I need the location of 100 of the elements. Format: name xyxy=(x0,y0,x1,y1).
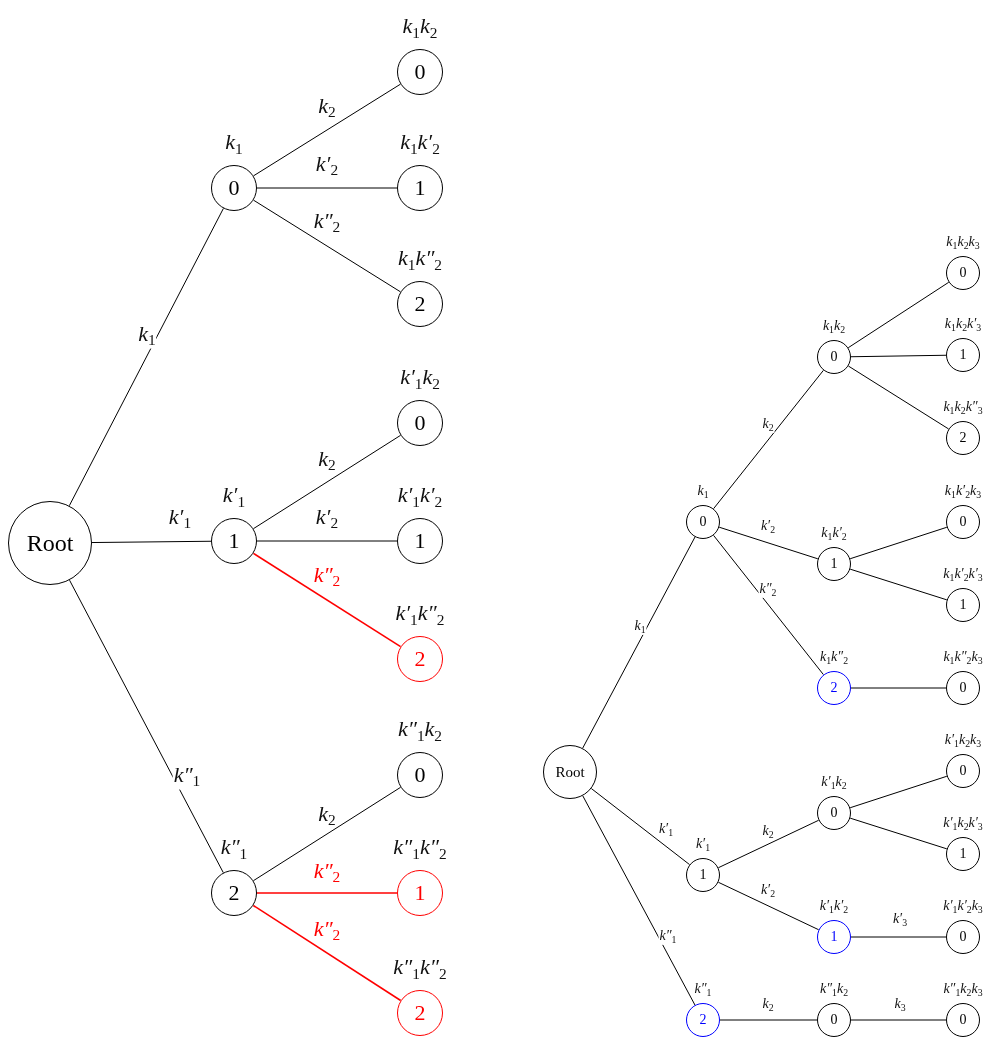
tree-edge xyxy=(252,904,402,1002)
state-circle xyxy=(946,671,980,705)
node-value: 1 xyxy=(414,882,426,904)
state-circle xyxy=(397,752,443,798)
node-value: 1 xyxy=(830,930,838,944)
tree-edge xyxy=(847,365,950,430)
node-value: 1 xyxy=(959,847,967,861)
node-value: 1 xyxy=(414,177,426,199)
node-label: k$_{1}$k′$_{2}$ xyxy=(821,525,847,543)
edge-label: k′$_{2}$ xyxy=(759,518,777,536)
node-value: 2 xyxy=(699,1013,707,1027)
node-value: Root xyxy=(26,531,74,555)
node-value: 0 xyxy=(959,266,967,280)
node-value: 0 xyxy=(414,412,426,434)
edge-label: k$_{2}$ xyxy=(761,416,775,434)
edge-label: k″$_{2}$ xyxy=(758,581,778,599)
node-value: 0 xyxy=(830,806,838,820)
node-value: 0 xyxy=(699,515,707,529)
state-circle xyxy=(211,518,257,564)
state-circle xyxy=(397,400,443,446)
node-label: k$_{1}$k′$_{2}$k$_{3}$ xyxy=(944,483,982,501)
state-circle xyxy=(397,990,443,1036)
node-value: 0 xyxy=(959,764,967,778)
tree-edge xyxy=(252,552,402,648)
edge-label: k′$_{1}$ xyxy=(657,821,675,839)
node-value: 1 xyxy=(228,530,240,552)
node-value: 0 xyxy=(830,350,838,364)
state-circle xyxy=(543,745,597,799)
node-label: k$_{1}$k″$_{2}$ xyxy=(397,246,443,274)
tree-edge xyxy=(252,786,402,882)
node-label: k$_{1}$ xyxy=(697,483,709,501)
tree-edge xyxy=(256,187,398,189)
node-label: k$_{1}$k′$_{2}$k′$_{3}$ xyxy=(943,566,983,584)
state-circle xyxy=(817,671,851,705)
edge-label: k$_{2}$ xyxy=(317,801,337,829)
edge-label: k″$_{2}$ xyxy=(312,208,342,236)
tree-edge xyxy=(717,881,820,931)
tree-edge xyxy=(849,568,948,601)
tree-edge xyxy=(850,354,947,358)
state-circle xyxy=(686,505,720,539)
node-label: k″$_{1}$k$_{2}$ xyxy=(397,717,443,745)
tree-edge xyxy=(849,526,948,560)
node-label: k′$_{1}$k′$_{2}$ xyxy=(397,483,443,511)
tree-edge xyxy=(849,817,948,850)
tree-edge xyxy=(256,540,398,542)
state-circle xyxy=(397,49,443,95)
tree-edge xyxy=(717,819,820,869)
tree-edge xyxy=(590,788,691,866)
node-label: k″$_{1}$k″$_{2}$ xyxy=(393,835,447,863)
node-value: 2 xyxy=(414,1002,426,1024)
tree-edge xyxy=(719,1019,818,1021)
node-label: k″$_{1}$ xyxy=(694,981,712,999)
node-value: 1 xyxy=(830,557,838,571)
state-circle xyxy=(817,796,851,830)
state-circle xyxy=(817,1003,851,1037)
tree-edge xyxy=(850,687,947,689)
edge-label: k″$_{2}$ xyxy=(312,916,342,944)
state-circle xyxy=(946,1003,980,1037)
edge-label: k$_{2}$ xyxy=(761,823,775,841)
node-label: k′$_{1}$k$_{2}$ xyxy=(400,365,440,393)
node-label: k′$_{1}$ xyxy=(222,483,246,511)
node-label: k′$_{1}$k$_{2}$k$_{3}$ xyxy=(944,732,982,750)
node-label: k′$_{1}$ xyxy=(695,836,711,854)
state-circle xyxy=(397,165,443,211)
edge-label: k$_{1}$ xyxy=(633,618,647,636)
node-label: k$_{1}$k″$_{2}$k$_{3}$ xyxy=(943,649,983,667)
node-label: k′$_{1}$k′$_{2}$ xyxy=(819,898,849,916)
state-circle xyxy=(946,754,980,788)
tree-edge xyxy=(713,369,824,510)
node-label: k$_{1}$k$_{2}$ xyxy=(822,318,846,336)
node-label: k′$_{1}$k′$_{2}$k$_{3}$ xyxy=(943,898,983,916)
state-circle xyxy=(686,1003,720,1037)
state-circle xyxy=(397,636,443,682)
node-label: k″$_{1}$k$_{2}$ xyxy=(819,981,849,999)
node-label: k$_{1}$k$_{2}$k′$_{3}$ xyxy=(944,316,982,334)
node-value: 0 xyxy=(414,764,426,786)
node-value: 0 xyxy=(959,515,967,529)
state-circle xyxy=(946,421,980,455)
tree-edge xyxy=(253,83,401,177)
state-circle xyxy=(946,256,980,290)
edge-label: k″$_{2}$ xyxy=(312,562,342,590)
node-label: k$_{1}$ xyxy=(225,130,243,158)
node-value: 0 xyxy=(830,1013,838,1027)
node-value: 0 xyxy=(414,61,426,83)
tree-edge xyxy=(91,540,212,544)
tree-edge xyxy=(847,281,950,349)
edge-label: k′$_{2}$ xyxy=(759,882,777,900)
tree-edge xyxy=(582,795,696,1006)
tree-edge xyxy=(69,579,224,874)
tree-edge xyxy=(582,536,696,749)
edge-label: k′$_{1}$ xyxy=(167,504,193,532)
state-circle xyxy=(397,870,443,916)
edge-label: k$_{2}$ xyxy=(317,446,337,474)
node-value: 0 xyxy=(959,681,967,695)
tree-edge xyxy=(850,1019,947,1021)
node-label: k$_{1}$k″$_{2}$ xyxy=(819,649,849,667)
state-circle xyxy=(817,340,851,374)
node-value: 0 xyxy=(228,177,240,199)
node-value: 1 xyxy=(699,868,707,882)
state-circle xyxy=(817,547,851,581)
